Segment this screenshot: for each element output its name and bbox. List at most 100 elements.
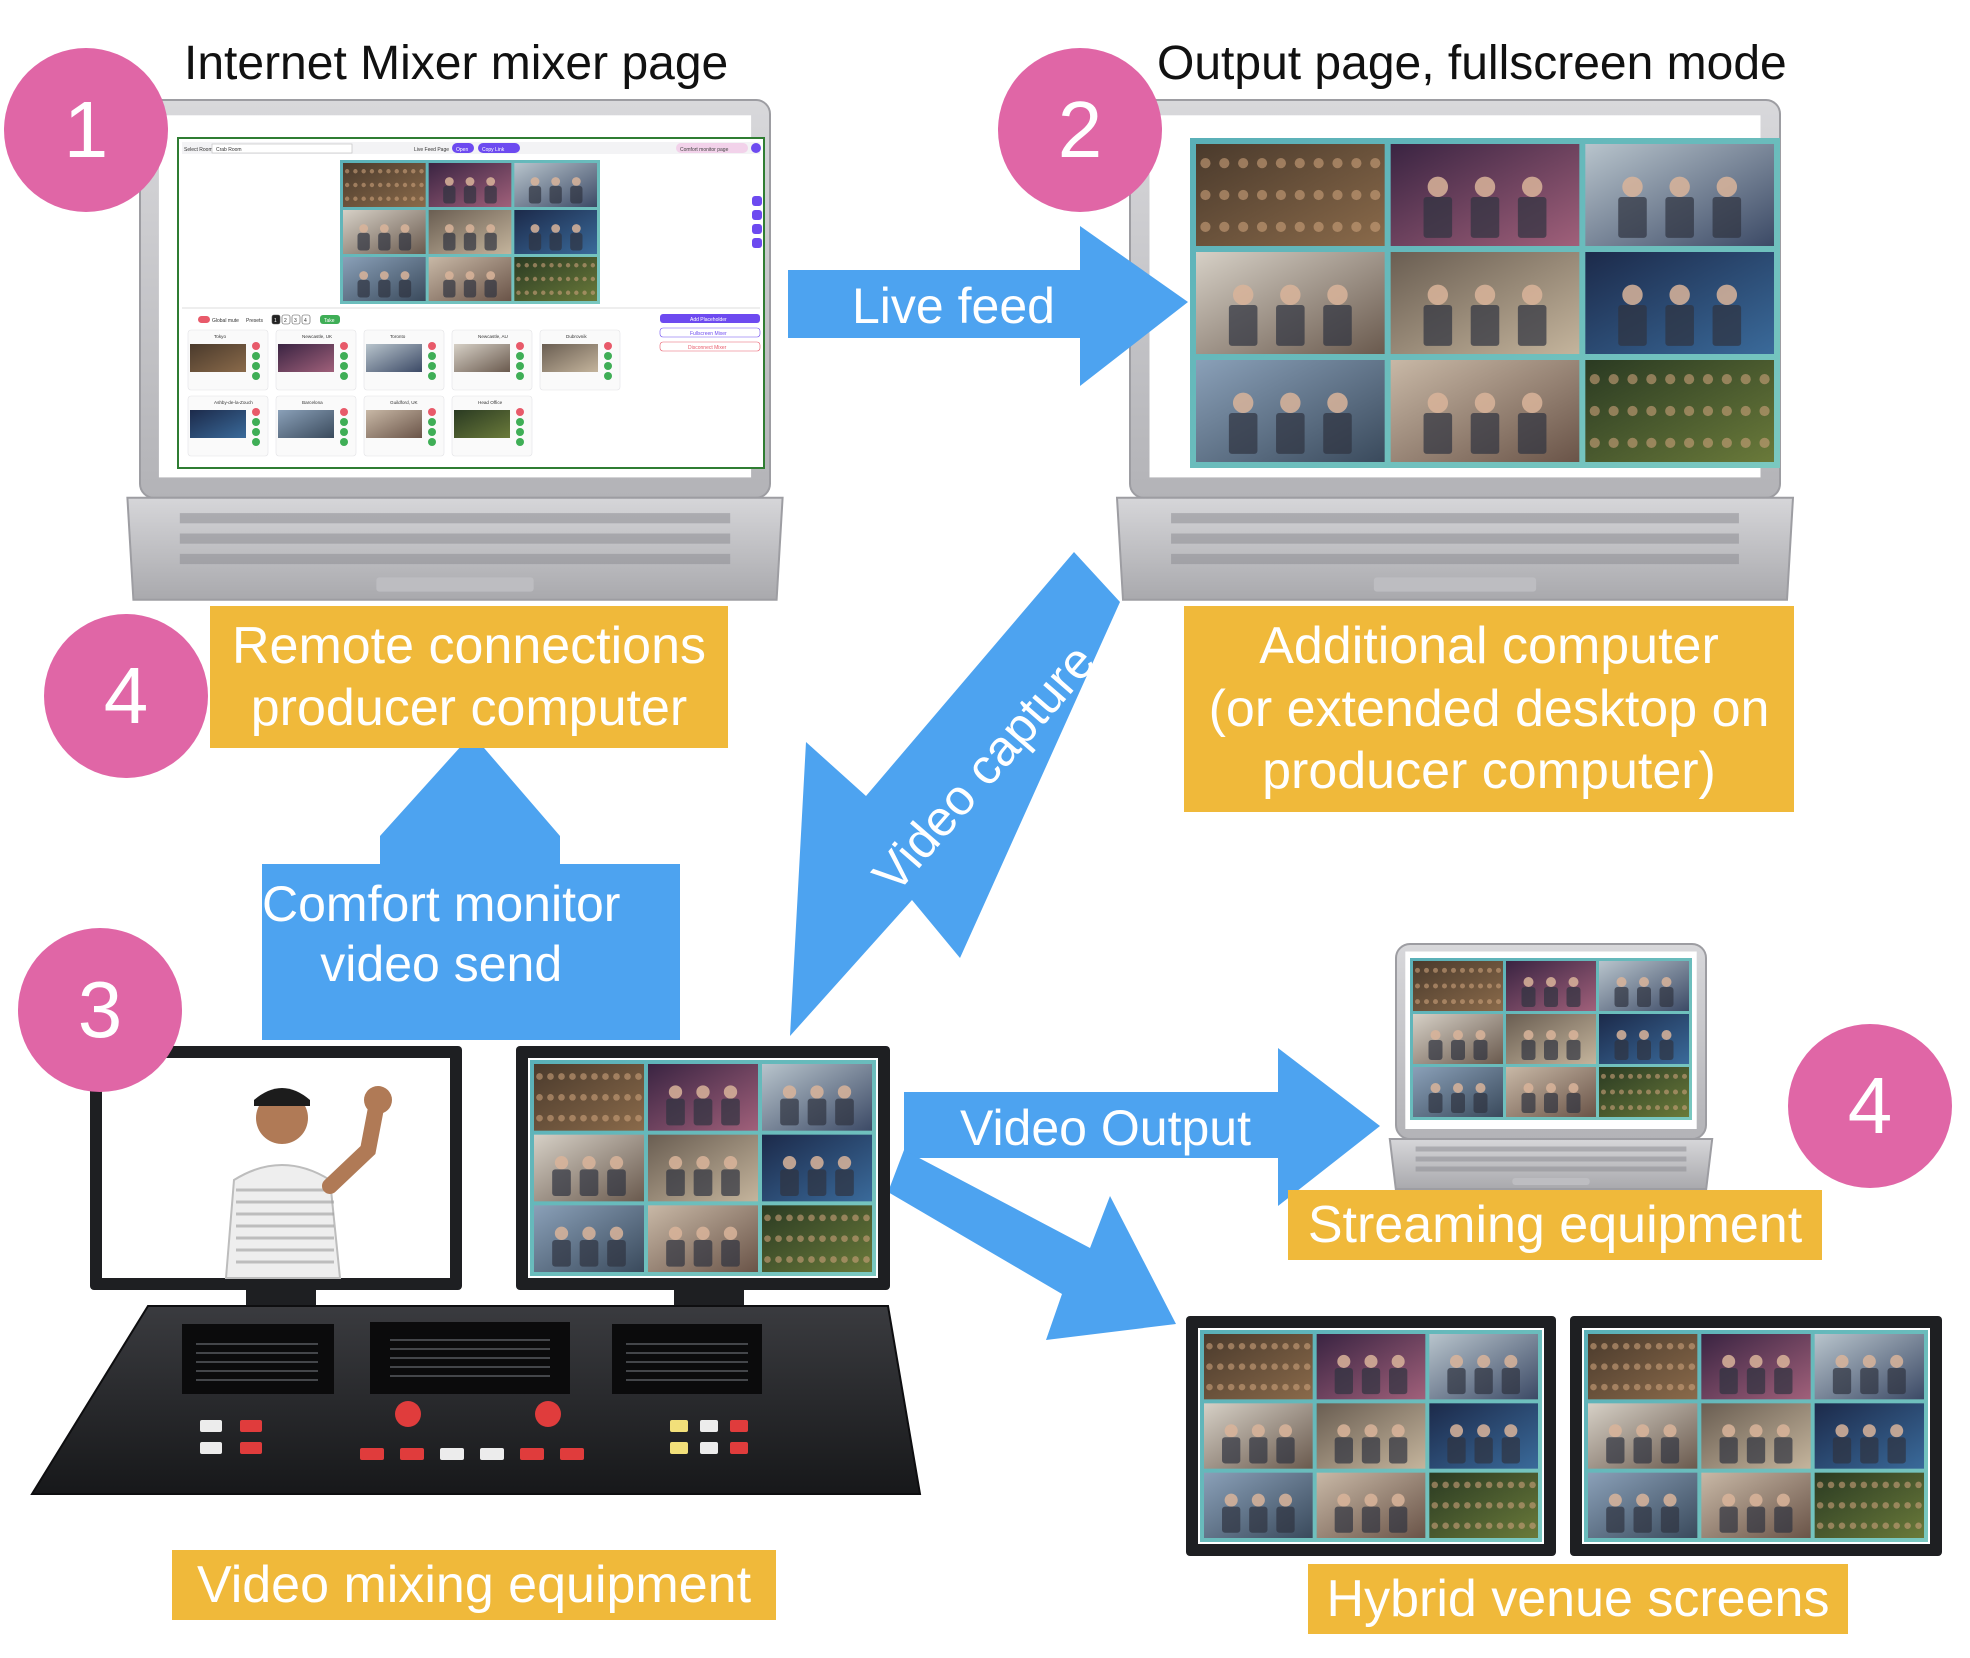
video-tile-icon (1585, 360, 1774, 462)
video-tile-icon (1196, 360, 1385, 462)
collapse-icon (751, 143, 761, 153)
source-control-icon (252, 408, 260, 416)
side-tool-icon (752, 196, 762, 206)
source-control-icon (516, 342, 524, 350)
source-control-icon (340, 408, 348, 416)
comfort-monitor-page-label: Comfort monitor page (680, 147, 729, 153)
source-control-icon (428, 428, 436, 436)
video-tile-icon (1701, 1472, 1811, 1538)
comfort-monitor-line-1: Comfort monitor (262, 876, 621, 932)
source-control-icon (516, 428, 524, 436)
source-card: Barcelona (275, 395, 357, 457)
step-4-badge-right: 4 (1788, 1024, 1952, 1188)
video-tile-icon (648, 1064, 758, 1131)
keyboard-row (1415, 1166, 1687, 1172)
video-tile-icon (1429, 1403, 1538, 1469)
preset-button (291, 314, 301, 325)
remote-connections-line-1: Remote connections (231, 616, 707, 675)
add-placeholder-button (660, 314, 760, 323)
source-control-icon (604, 362, 612, 370)
step-3-badge: 3 (18, 928, 182, 1092)
desk-button (440, 1448, 464, 1460)
keyboard-row (1171, 553, 1739, 565)
comfort-monitor-arrow (262, 734, 680, 1040)
source-control-icon (428, 408, 436, 416)
venue-grid-right (1584, 1330, 1928, 1542)
keyboard-row (1171, 533, 1739, 544)
video-tile-icon (1599, 1014, 1689, 1064)
video-tile-icon (1599, 1067, 1689, 1117)
output-grid (1190, 138, 1780, 468)
video-tile-icon (1588, 1334, 1698, 1400)
video-tile-icon (1588, 1403, 1698, 1469)
source-control-icon (340, 438, 348, 446)
video-tile-icon (1599, 961, 1689, 1011)
video-tile-icon (343, 257, 426, 301)
desk-button (560, 1448, 584, 1460)
side-tool-icon (752, 210, 762, 220)
source-control-icon (340, 428, 348, 436)
source-thumbnail (454, 344, 510, 372)
source-thumbnail (366, 344, 422, 372)
video-tile-icon (1701, 1334, 1811, 1400)
source-control-icon (340, 372, 348, 380)
video-tile-icon (1585, 252, 1774, 354)
preset-number: 3 (294, 318, 297, 324)
video-tile-icon (1588, 1472, 1698, 1538)
source-card: Tokyo (187, 329, 269, 391)
video-mixing-label: Video mixing equipment (172, 1550, 776, 1620)
video-tile-icon (1413, 961, 1503, 1011)
keyboard-row (179, 513, 731, 524)
keyboard-row (1171, 513, 1739, 524)
venue-output-arrow (888, 1150, 1176, 1340)
source-control-icon (428, 418, 436, 426)
step-1-badge: 1 (4, 48, 168, 212)
source-card: Newcastle, AU (451, 329, 533, 391)
desk-display-right (612, 1324, 762, 1394)
video-tile-icon (1413, 1067, 1503, 1117)
source-name: Guildford, UK (390, 400, 419, 405)
video-tile-icon (1506, 1067, 1596, 1117)
video-tile-icon (762, 1205, 872, 1272)
preset-number: 1 (274, 318, 277, 324)
venue-grid-left (1200, 1330, 1542, 1542)
video-tile-icon (1196, 252, 1385, 354)
side-tool-icon (752, 238, 762, 248)
source-card: Newcastle, UK (275, 329, 357, 391)
remote-connections-label: Remote connections producer computer (210, 606, 728, 748)
live-feed-label: Live feed (852, 278, 1055, 334)
step-4-badge-left: 4 (44, 614, 208, 778)
joystick-left-icon (395, 1401, 421, 1427)
disconnect-mixer-label: Disconnect Mixer (688, 345, 727, 351)
source-control-icon (516, 352, 524, 360)
video-tile-icon (1814, 1472, 1924, 1538)
source-thumbnail (278, 344, 334, 372)
additional-computer-label: Additional computer (or extended desktop… (1184, 606, 1794, 812)
video-tile-icon (1390, 144, 1580, 246)
source-control-icon (516, 438, 524, 446)
video-tile-icon (534, 1134, 644, 1202)
output-page-caption: Output page, fullscreen mode (1157, 37, 1787, 90)
side-tool-icon (752, 224, 762, 234)
desk-button (240, 1420, 262, 1432)
open-button-label: Open (456, 147, 468, 153)
video-tile-icon (428, 210, 512, 254)
desk-button (700, 1420, 718, 1432)
presenter-hand (364, 1086, 392, 1114)
keyboard-row (179, 553, 731, 565)
source-control-icon (340, 362, 348, 370)
additional-computer-line-3: producer computer) (1262, 742, 1716, 801)
source-name: Toronto (390, 334, 406, 339)
video-tile-icon (1390, 360, 1580, 462)
video-tile-icon (648, 1205, 758, 1272)
program-grid (530, 1060, 876, 1276)
source-control-icon (252, 352, 260, 360)
remote-connections-line-2: producer computer (250, 679, 688, 737)
video-tile-icon (534, 1205, 644, 1272)
source-name: Tokyo (214, 334, 226, 339)
presenter-arm (322, 1100, 384, 1194)
video-tile-icon (1316, 1472, 1426, 1538)
copy-link-label: Copy Link (482, 147, 505, 153)
presets-label: Presets (246, 318, 263, 324)
preset-button (281, 314, 291, 325)
